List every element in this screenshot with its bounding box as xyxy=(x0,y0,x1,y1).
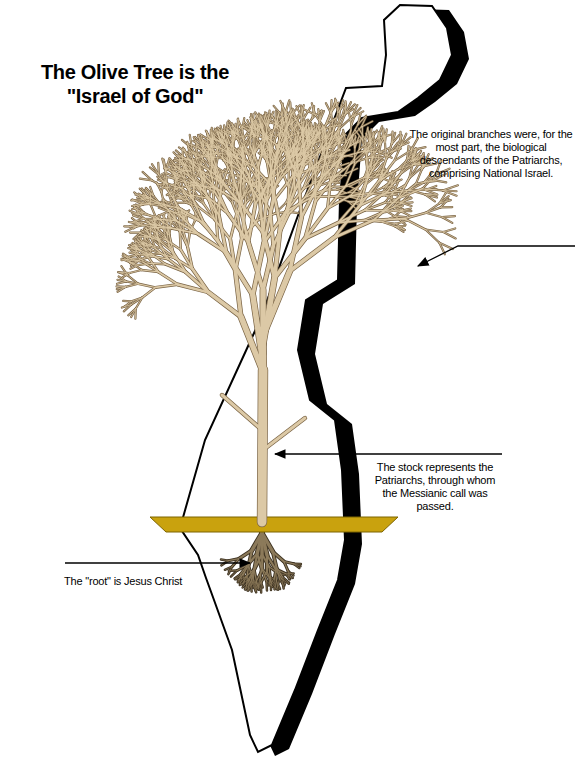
root xyxy=(277,573,280,580)
branch-outline xyxy=(232,203,238,218)
root xyxy=(231,570,237,576)
root xyxy=(276,581,280,589)
branch-outline xyxy=(117,281,126,283)
branch-outline xyxy=(274,106,282,115)
root xyxy=(268,576,270,583)
branch-outline xyxy=(158,184,168,185)
root xyxy=(235,575,242,580)
branch-outline xyxy=(326,103,331,113)
root xyxy=(251,576,252,584)
branch-outline xyxy=(299,178,302,217)
root xyxy=(239,550,252,559)
root xyxy=(269,567,270,578)
root xyxy=(228,559,239,561)
branch-outline xyxy=(385,142,386,159)
root xyxy=(261,568,267,576)
root xyxy=(257,582,259,590)
root-outline xyxy=(221,559,228,560)
root xyxy=(242,565,248,574)
root xyxy=(221,559,228,560)
branch-outline xyxy=(226,253,252,296)
root xyxy=(252,576,255,584)
root xyxy=(285,573,293,577)
branch-outline xyxy=(335,99,339,112)
root xyxy=(282,579,284,588)
root xyxy=(247,577,250,585)
root xyxy=(282,577,289,583)
root xyxy=(285,573,290,579)
map-outline xyxy=(180,5,452,752)
root xyxy=(294,564,301,566)
branch-outline xyxy=(286,100,290,112)
branch-outline xyxy=(126,284,139,287)
branch-outline xyxy=(118,287,126,292)
branch-outline xyxy=(155,285,178,288)
root xyxy=(225,567,232,570)
root xyxy=(252,533,262,550)
branch-outline xyxy=(320,111,324,121)
branch-outline xyxy=(130,270,142,273)
branch-outline xyxy=(138,284,155,288)
root xyxy=(254,570,256,582)
branch-outline xyxy=(365,203,385,211)
root xyxy=(285,573,293,574)
branch-outline xyxy=(188,231,190,247)
branch-outline xyxy=(171,182,182,186)
root xyxy=(252,576,256,583)
root xyxy=(275,569,276,581)
branch-outline xyxy=(170,196,179,197)
root-outline xyxy=(294,564,300,568)
ground-plate xyxy=(150,517,398,532)
root xyxy=(266,581,268,590)
branch-outline xyxy=(142,287,155,297)
root xyxy=(242,577,247,584)
root-outline xyxy=(260,568,261,580)
root xyxy=(260,579,263,587)
root xyxy=(284,561,288,571)
root xyxy=(257,582,261,589)
branch-outline xyxy=(270,211,273,246)
branch-outline xyxy=(296,106,301,116)
root xyxy=(260,568,261,580)
root xyxy=(294,564,300,568)
branch-outline xyxy=(133,215,143,218)
root xyxy=(276,581,278,590)
branch-outline xyxy=(158,272,177,285)
israel-map xyxy=(180,5,469,756)
olive-tree xyxy=(117,99,458,522)
branch-outline xyxy=(327,196,350,209)
root xyxy=(249,565,252,576)
branch-outline xyxy=(162,159,166,172)
branch-outline xyxy=(128,309,136,316)
branch-outline xyxy=(262,370,263,522)
branch-outline xyxy=(382,222,395,227)
